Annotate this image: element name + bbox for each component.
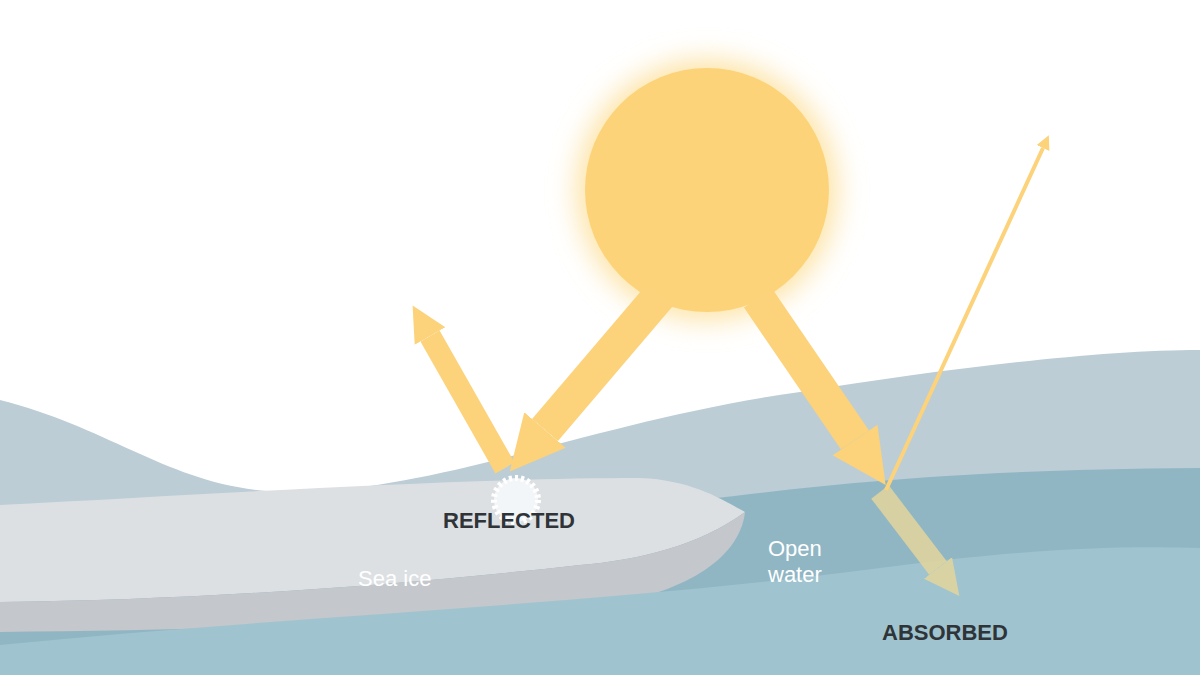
sea-ice-label: Sea ice [358, 566, 431, 592]
front-wave [0, 547, 1200, 675]
open-water [0, 468, 1200, 675]
weak-reflection [886, 148, 1043, 490]
absorbed-label: ABSORBED [882, 620, 1008, 646]
absorbed-ray [880, 492, 938, 568]
back-wave [0, 350, 1200, 675]
open-water-label: Open water [768, 536, 860, 588]
sun [585, 68, 829, 312]
incoming-ray-ice [545, 295, 660, 430]
sun-glow [577, 60, 837, 320]
reflected-ray [430, 336, 505, 468]
reflected-label: REFLECTED [443, 508, 575, 534]
incoming-ray-water [758, 298, 855, 440]
